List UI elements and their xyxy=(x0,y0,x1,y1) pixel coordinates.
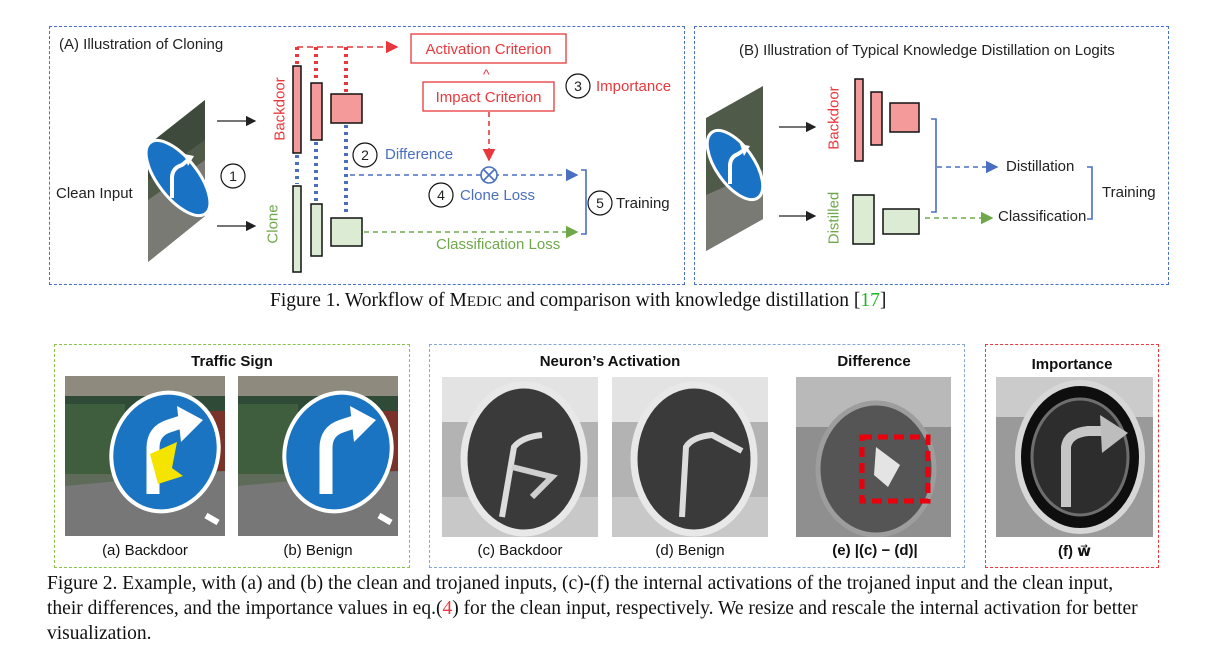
backdoor-layer-1 xyxy=(292,65,302,154)
impact-criterion-label: Impact Criterion xyxy=(435,89,542,106)
impact-criterion-box xyxy=(422,81,555,112)
figure1-diagram xyxy=(144,33,1093,273)
num-4: 4 xyxy=(437,187,445,203)
figure2-caption-line3: visualization. xyxy=(47,623,152,644)
classification-label: Classification xyxy=(998,208,1087,225)
distillation-label: Distillation xyxy=(1006,158,1075,175)
importance-title: Importance xyxy=(1031,356,1113,373)
backdoor-layer-2 xyxy=(310,82,323,141)
num-1: 1 xyxy=(229,168,237,184)
difference-label-a: Difference xyxy=(385,146,454,163)
backdoor-layer-3 xyxy=(330,93,363,124)
activation-benign-image xyxy=(612,377,768,537)
traffic-sign-title: Traffic Sign xyxy=(191,353,273,370)
importance-image xyxy=(996,377,1153,537)
sub-d: (d) Benign xyxy=(655,542,725,559)
caret-label: ^ xyxy=(483,66,490,82)
figure2-caption-line1: Figure 2. Example, with (a) and (b) the … xyxy=(47,573,1114,594)
traffic-sign-backdoor-image xyxy=(65,376,225,536)
clone-loss-label: Clone Loss xyxy=(460,187,536,204)
clean-input-image-b xyxy=(705,86,765,251)
classification-loss-label: Classification Loss xyxy=(436,236,561,253)
activation-criterion-label: Activation Criterion xyxy=(425,41,552,58)
clone-layer-1 xyxy=(292,185,302,273)
clone-layer-3 xyxy=(330,217,363,247)
sub-f: (f) w⃗ xyxy=(1057,543,1091,560)
importance-label-a: Importance xyxy=(596,78,672,95)
sub-c: (c) Backdoor xyxy=(477,542,563,559)
panel-a-box xyxy=(49,26,685,285)
backdoor-label-a: Backdoor xyxy=(271,77,289,141)
backdoor-label-b: Backdoor xyxy=(825,86,843,150)
difference-title: Difference xyxy=(837,353,911,370)
clone-label-a: Clone xyxy=(264,204,282,244)
num-2: 2 xyxy=(361,147,369,163)
training-label-a: Training xyxy=(616,195,670,212)
activation-difference-image xyxy=(796,377,951,537)
training-label-b: Training xyxy=(1102,184,1156,201)
panel-b-box xyxy=(694,26,1169,285)
sub-b: (b) Benign xyxy=(283,542,353,559)
sub-e: (e) |(c) − (d)| xyxy=(832,542,918,559)
clean-input-label: Clean Input xyxy=(56,185,133,202)
traffic-sign-box xyxy=(54,344,410,568)
panel-b-title: (B) Illustration of Typical Knowledge Di… xyxy=(739,42,1115,59)
activation-criterion-box xyxy=(410,33,567,64)
neurons-activation-title: Neuron’s Activation xyxy=(539,353,681,370)
num-5: 5 xyxy=(596,195,604,211)
activation-box xyxy=(429,344,965,568)
traffic-sign-benign-image xyxy=(238,376,398,536)
clean-input-image-a xyxy=(144,100,212,262)
activation-backdoor-image xyxy=(442,377,598,537)
sub-a: (a) Backdoor xyxy=(102,542,188,559)
importance-box xyxy=(985,344,1159,568)
panel-a-title: (A) Illustration of Cloning xyxy=(59,36,224,53)
figure1-caption: Figure 1. Workflow of MEDIC and comparis… xyxy=(270,290,887,311)
num-3: 3 xyxy=(574,78,582,94)
distilled-label-b: Distilled xyxy=(825,191,843,245)
clone-layer-2 xyxy=(310,203,323,257)
figure2-caption-line2: their differences, and the importance va… xyxy=(47,598,1138,619)
